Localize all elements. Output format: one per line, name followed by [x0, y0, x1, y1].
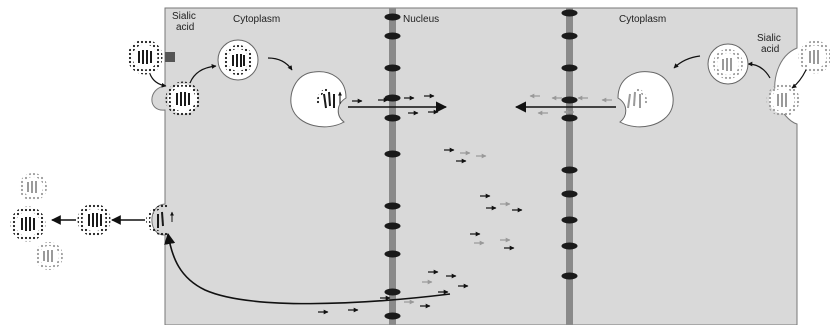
- label-cytoplasm-left: Cytoplasm: [233, 14, 280, 25]
- arrow-pit-to-endosome: [189, 64, 217, 84]
- late-endosome-fusion-left: [290, 71, 347, 128]
- nuclear-pores-left: [384, 13, 401, 320]
- label-cytoplasm-right: Cytoplasm: [619, 14, 666, 25]
- arrow-endosome-to-fusion-right: [673, 55, 701, 69]
- released-virion-dark-2: [10, 206, 46, 242]
- endosome-left: [217, 39, 259, 81]
- label-sialic-acid-right-line1: Sialic: [757, 33, 781, 44]
- released-virion-dark-1: [77, 203, 111, 237]
- label-nucleus: Nucleus: [403, 14, 439, 25]
- label-sialic-acid-right-line2: acid: [761, 44, 779, 55]
- released-virion-light-top: [19, 173, 47, 201]
- label-sialic-acid-left-line2: acid: [176, 22, 194, 33]
- virion-attaching-right: [798, 40, 830, 74]
- virion-endocytic-pit-left: [165, 81, 201, 117]
- arrow-attach-right: [791, 69, 807, 89]
- vrnp-import-right: [529, 93, 612, 116]
- arrow-vrnp-export-to-budding: [164, 232, 451, 305]
- released-virion-light-bottom: [35, 242, 63, 270]
- virion-endocytic-pit-right: [766, 83, 800, 117]
- arrow-attach-to-endocytosis: [149, 73, 167, 88]
- vrnp-in-nucleus: [318, 147, 523, 315]
- nuclear-pores-right: [561, 9, 578, 280]
- nuclear-membrane-left: [389, 8, 396, 325]
- label-sialic-acid-left-line1: Sialic: [172, 11, 196, 22]
- arrow-pit-to-endosome-right: [747, 61, 771, 79]
- endosome-right: [707, 43, 749, 85]
- late-endosome-fusion-right: [617, 71, 674, 128]
- budding-virion: [145, 204, 174, 236]
- virion-attaching-left: [127, 39, 163, 75]
- arrow-endosome-to-fusion: [267, 57, 293, 71]
- sialic-acid-receptor-left: [165, 52, 175, 62]
- vrnp-import-left: [352, 93, 439, 116]
